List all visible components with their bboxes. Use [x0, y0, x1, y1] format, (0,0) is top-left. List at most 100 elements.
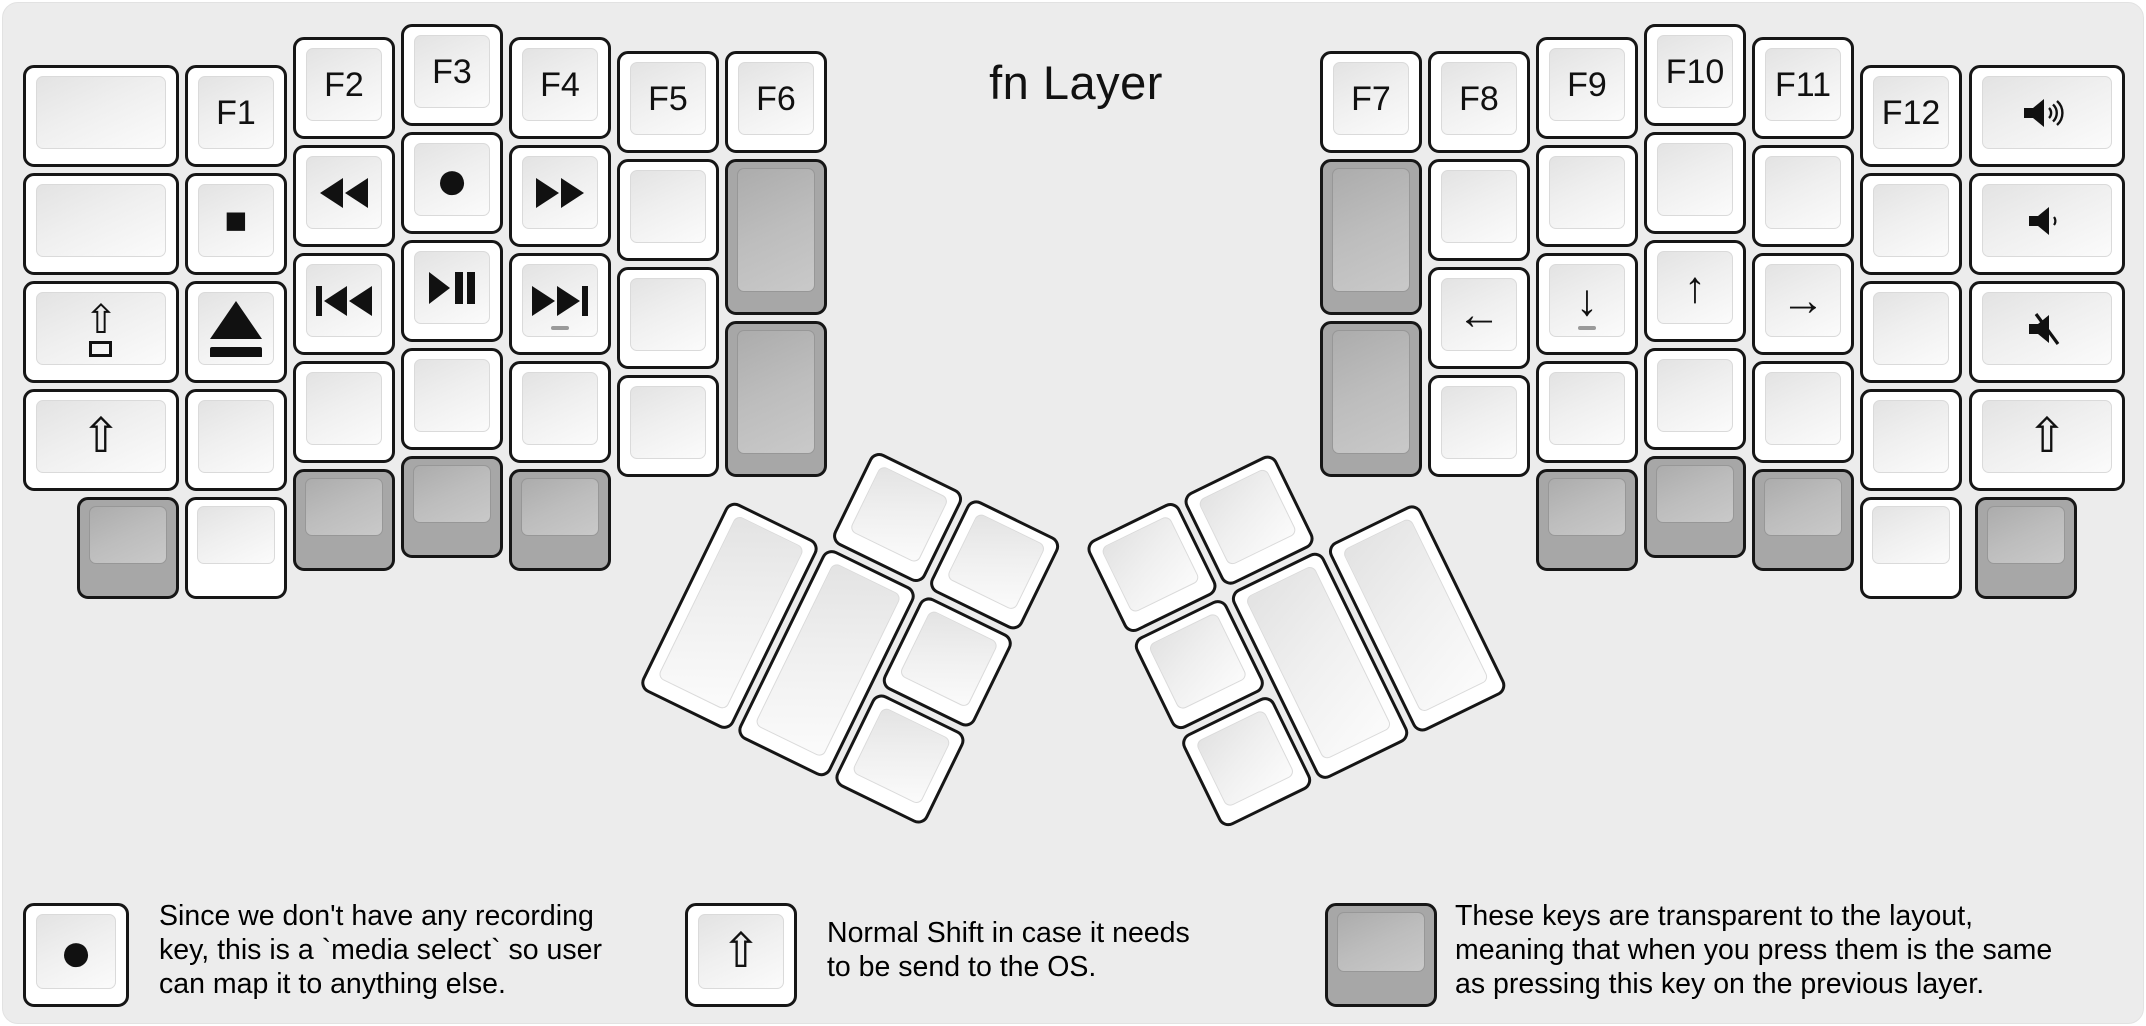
homing-dash — [551, 326, 569, 330]
key-blank-l5r3-cap — [630, 278, 706, 351]
key-f12[interactable]: F12 — [1860, 65, 1962, 167]
key-blank-l5r3[interactable] — [617, 267, 719, 369]
key-blank-lb1[interactable] — [185, 497, 287, 599]
key-blank-r11r2[interactable] — [1752, 145, 1854, 247]
key-transparent-rb4-cap — [1987, 506, 2065, 564]
key-blank-r12r2[interactable] — [1860, 173, 1962, 275]
legend-record-key[interactable]: ● — [23, 903, 129, 1007]
key-blank-l5r2[interactable] — [617, 159, 719, 261]
key-blank-r12r3[interactable] — [1860, 281, 1962, 383]
key-f11[interactable]: F11 — [1752, 37, 1854, 139]
key-f10-cap: F10 — [1657, 35, 1733, 108]
arrow-down-icon: ↓ — [1576, 275, 1598, 325]
layer-title: fn Layer — [989, 56, 1163, 109]
legend-shift-key[interactable]: ⇧ — [685, 903, 797, 1007]
arrow-left-icon: ← — [1457, 289, 1501, 339]
key-next-track[interactable] — [509, 253, 611, 355]
key-eject[interactable] — [185, 281, 287, 383]
key-transparent-lb2[interactable] — [293, 469, 395, 571]
key-transparent-rb1[interactable] — [1644, 456, 1746, 558]
key-f8[interactable]: F8 — [1428, 51, 1530, 153]
key-prev-track[interactable] — [293, 253, 395, 355]
record-icon: ● — [435, 147, 469, 211]
key-blank-r10r4[interactable] — [1644, 348, 1746, 450]
key-transparent-lb4-cap — [521, 478, 599, 536]
key-blank-r9r2[interactable] — [1536, 145, 1638, 247]
key-transparent-r7t1[interactable] — [1320, 159, 1422, 315]
key-f12-cap: F12 — [1873, 76, 1949, 149]
key-transparent-lb3[interactable] — [401, 456, 503, 558]
key-blank-r8r4-cap — [1441, 386, 1517, 459]
key-f7-cap: F7 — [1333, 62, 1409, 135]
key-transparent-l6t1[interactable] — [725, 159, 827, 315]
key-blank-l1r4[interactable] — [185, 389, 287, 491]
key-f5[interactable]: F5 — [617, 51, 719, 153]
key-blank-r8r2-cap — [1441, 170, 1517, 243]
key-transparent-rb2[interactable] — [1752, 469, 1854, 571]
key-f1[interactable]: F1 — [185, 65, 287, 167]
legend-transparent-key[interactable] — [1325, 903, 1437, 1007]
key-arrow-down-cap: ↓ — [1549, 264, 1625, 337]
key-blank-left-outer-r2[interactable] — [23, 173, 179, 275]
key-arrow-left[interactable]: ← — [1428, 267, 1530, 369]
key-arrow-up[interactable]: ↑ — [1644, 240, 1746, 342]
key-blank-r10r2-cap — [1657, 143, 1733, 216]
key-stop-cap: ■ — [198, 184, 274, 257]
play-pause-icon — [429, 271, 475, 304]
key-transparent-lb4[interactable] — [509, 469, 611, 571]
key-transparent-lb0[interactable] — [77, 497, 179, 599]
key-f7[interactable]: F7 — [1320, 51, 1422, 153]
key-volume-up[interactable] — [1969, 65, 2125, 167]
key-blank-rb3[interactable] — [1860, 497, 1962, 599]
key-shift-left[interactable]: ⇧ — [23, 389, 179, 491]
key-caps-lock[interactable]: ⇧ — [23, 281, 179, 383]
fast-forward-icon — [536, 177, 584, 208]
key-blank-l2r4-cap — [306, 372, 382, 445]
key-f4-cap: F4 — [522, 48, 598, 121]
key-blank-l3r4[interactable] — [401, 348, 503, 450]
key-shift-right[interactable]: ⇧ — [1969, 389, 2125, 491]
key-volume-down[interactable] — [1969, 173, 2125, 275]
key-thumb-right-3-cap — [1147, 611, 1248, 711]
key-stop[interactable]: ■ — [185, 173, 287, 275]
arrow-up-icon: ↑ — [1684, 262, 1706, 312]
shift-icon: ⇧ — [720, 924, 762, 978]
key-transparent-l6t2[interactable] — [725, 321, 827, 477]
key-transparent-rb1-cap — [1656, 465, 1734, 523]
key-f10[interactable]: F10 — [1644, 24, 1746, 126]
key-blank-l4r4[interactable] — [509, 361, 611, 463]
key-blank-r11r4[interactable] — [1752, 361, 1854, 463]
key-fast-forward-cap — [522, 156, 598, 229]
key-f3[interactable]: F3 — [401, 24, 503, 126]
key-blank-l5r4[interactable] — [617, 375, 719, 477]
key-f4[interactable]: F4 — [509, 37, 611, 139]
key-play-pause[interactable] — [401, 240, 503, 342]
key-blank-left-outer-r1[interactable] — [23, 65, 179, 167]
key-f6-label: F6 — [756, 79, 796, 118]
key-blank-r12r3-cap — [1873, 292, 1949, 365]
key-thumb-left-1-cap — [848, 464, 950, 564]
key-volume-down-cap — [1982, 184, 2112, 257]
key-blank-l3r4-cap — [414, 359, 490, 432]
key-transparent-rb0[interactable] — [1536, 469, 1638, 571]
key-transparent-r7t2[interactable] — [1320, 321, 1422, 477]
key-record[interactable]: ● — [401, 132, 503, 234]
key-blank-r9r4[interactable] — [1536, 361, 1638, 463]
key-transparent-lb3-cap — [413, 465, 491, 523]
key-arrow-down[interactable]: ↓ — [1536, 253, 1638, 355]
key-f9[interactable]: F9 — [1536, 37, 1638, 139]
key-transparent-rb4[interactable] — [1975, 497, 2077, 599]
key-arrow-right[interactable]: → — [1752, 253, 1854, 355]
key-fast-forward[interactable] — [509, 145, 611, 247]
key-blank-r12r4[interactable] — [1860, 389, 1962, 491]
key-blank-r8r2[interactable] — [1428, 159, 1530, 261]
key-f8-cap: F8 — [1441, 62, 1517, 135]
key-blank-l2r4[interactable] — [293, 361, 395, 463]
key-blank-r9r4-cap — [1549, 372, 1625, 445]
key-f2[interactable]: F2 — [293, 37, 395, 139]
key-f6[interactable]: F6 — [725, 51, 827, 153]
key-blank-r8r4[interactable] — [1428, 375, 1530, 477]
key-rewind[interactable] — [293, 145, 395, 247]
key-mute[interactable] — [1969, 281, 2125, 383]
key-blank-r10r2[interactable] — [1644, 132, 1746, 234]
